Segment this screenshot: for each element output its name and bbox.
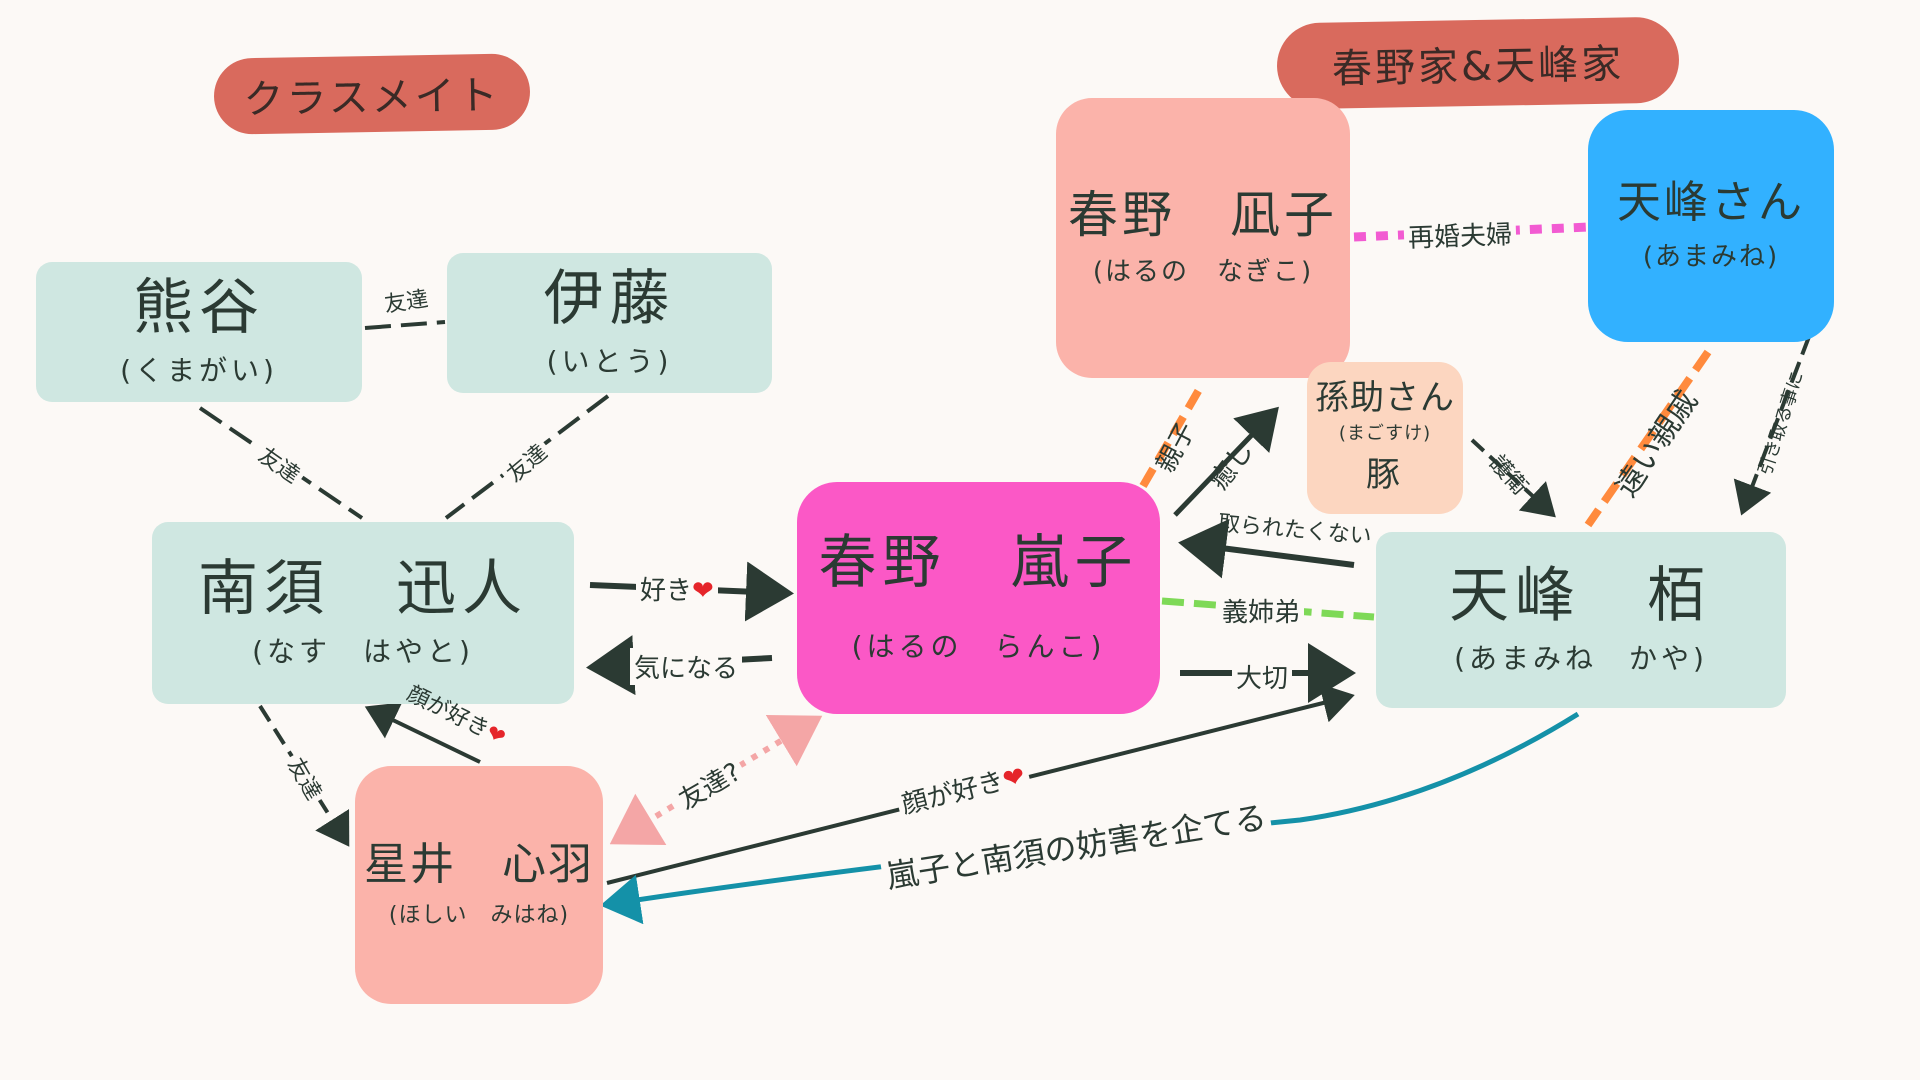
node-hoshii-kana: (ほしい みはね) xyxy=(388,903,570,929)
edge-ranko-magosuke xyxy=(1173,406,1279,517)
label-nagiko-amamine: 再婚夫婦 xyxy=(1403,214,1517,255)
label-nasu-ranko: 好き❤ xyxy=(636,570,718,607)
families-banner: 春野家&天峰家 xyxy=(1276,16,1680,110)
node-amamine-kana: (あまみね) xyxy=(1642,241,1780,272)
node-ito-name: 伊藤 xyxy=(543,264,676,334)
edge-amamine-kaya-relative xyxy=(1584,349,1712,528)
node-amamine-name: 天峰さん xyxy=(1617,177,1805,229)
node-kaya: 天峰 栢 (あまみね かや) xyxy=(1376,532,1786,708)
node-hoshii: 星井 心羽 (ほしい みはね) xyxy=(355,766,603,1004)
node-ito: 伊藤 (いとう) xyxy=(447,253,772,393)
node-nagiko: 春野 凪子 (はるの なぎこ) xyxy=(1056,98,1350,378)
node-magosuke-name: 孫助さん xyxy=(1315,377,1455,418)
node-nasu-kana: (なす はやと) xyxy=(252,635,474,668)
heart-icon: ❤ xyxy=(692,576,714,606)
node-ranko: 春野 嵐子 (はるの らんこ) xyxy=(797,482,1160,714)
edge-hoshii-nasu xyxy=(364,702,481,764)
node-ranko-name: 春野 嵐子 xyxy=(818,528,1139,597)
node-nagiko-name: 春野 凪子 xyxy=(1068,186,1338,244)
node-magosuke-sub: 豚 xyxy=(1366,455,1404,496)
edge-ranko-nagiko xyxy=(1139,385,1204,489)
node-nasu-name: 南須 迅人 xyxy=(198,554,528,624)
label-ranko-nasu: 気になる xyxy=(630,648,743,685)
node-kaya-kana: (あまみね かや) xyxy=(1454,642,1708,675)
node-hoshii-name: 星井 心羽 xyxy=(364,838,594,890)
edge-kaya-hoshii xyxy=(600,711,1580,925)
label-ranko-kaya: 大切 xyxy=(1232,658,1293,695)
node-nasu: 南須 迅人 (なす はやと) xyxy=(152,522,574,704)
node-ranko-kana: (はるの らんこ) xyxy=(851,629,1106,663)
node-kumagai-kana: (くまがい) xyxy=(120,354,278,387)
edge-kaya-ranko xyxy=(1178,518,1355,579)
node-kaya-name: 天峰 栢 xyxy=(1449,561,1713,631)
edge-amamine-kaya xyxy=(1733,333,1812,516)
label-ranko-kaya-sibling: 義姉弟 xyxy=(1218,592,1305,629)
node-amamine: 天峰さん (あまみね) xyxy=(1588,110,1834,342)
node-kumagai: 熊谷 (くまがい) xyxy=(36,262,362,402)
classmates-banner: クラスメイト xyxy=(213,53,531,135)
node-ito-kana: (いとう) xyxy=(546,345,673,378)
node-magosuke-kana: (まごすけ) xyxy=(1338,423,1432,445)
node-magosuke: 孫助さん (まごすけ) 豚 xyxy=(1307,362,1463,514)
label-nasu-ranko-text: 好き xyxy=(640,576,693,606)
node-kumagai-name: 熊谷 xyxy=(133,273,265,343)
edge-kumagai-ito xyxy=(364,320,446,330)
edge-ito-nasu xyxy=(444,394,610,520)
node-nagiko-kana: (はるの なぎこ) xyxy=(1092,257,1314,287)
edge-magosuke-kaya xyxy=(1470,438,1556,518)
